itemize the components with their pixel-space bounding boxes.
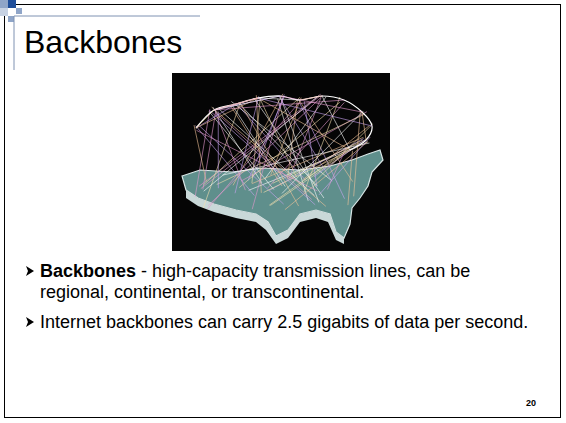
page-number-block: 20: [526, 398, 536, 408]
backbone-line: [300, 103, 345, 199]
backbone-line: [282, 111, 363, 193]
backbone-line: [240, 105, 317, 186]
corner-square: [0, 8, 8, 16]
backbone-line: [327, 148, 345, 189]
backbone-line: [235, 96, 259, 193]
backbone-line: [278, 96, 332, 182]
backbone-line: [214, 96, 280, 110]
backbone-line: [214, 96, 280, 110]
backbone-line: [258, 98, 372, 126]
backbone-lines: [194, 94, 373, 210]
slide-border: [5, 5, 561, 418]
picture-ground: [172, 73, 390, 251]
backbone-line: [194, 125, 206, 181]
backbone-line: [213, 107, 262, 183]
bullet-text-block: Internet backbones can carry 2.5 gigabit…: [40, 312, 532, 333]
backbone-line: [304, 97, 340, 192]
backbone-line: [362, 112, 366, 140]
corner-square: [8, 16, 14, 22]
backbone-line: [209, 110, 315, 205]
backbone-line: [204, 96, 319, 191]
rule-line: [14, 16, 15, 70]
rule-line: [14, 16, 200, 17]
term: Backbones: [40, 261, 136, 281]
corner-square: [8, 0, 16, 8]
backbone-picture: [172, 73, 390, 251]
backbone-line: [214, 98, 258, 110]
backbone-line: [322, 96, 350, 150]
backbone-line: [214, 98, 258, 110]
backbone-line: [348, 151, 353, 205]
backbone-line: [252, 98, 260, 183]
backbone-ring: [196, 96, 372, 150]
backbone-line: [303, 126, 370, 180]
backbone-line: [300, 96, 322, 100]
bullet-text-block: Backbones- high-capacity transmission li…: [40, 261, 532, 303]
corner-square: [0, 0, 8, 8]
backbone-line: [280, 96, 362, 112]
backbone-line: [289, 98, 321, 179]
backbone-line: [196, 104, 236, 128]
backbone-line: [223, 143, 370, 175]
backbone-line: [354, 111, 361, 196]
backbone-line: [214, 100, 344, 110]
backbone-line: [252, 97, 283, 210]
map-edge: [186, 190, 344, 244]
bullet-text: Internet backbones can carry 2.5 gigabit…: [40, 312, 528, 332]
corner-squares: [0, 0, 22, 22]
bullet-arrow: [26, 317, 34, 327]
bullet-arrow: [26, 266, 34, 276]
backbone-line: [319, 137, 370, 195]
backbone-line: [258, 98, 300, 100]
backbone-line: [214, 98, 258, 110]
backbone-line: [300, 96, 322, 100]
bullet-marks: [26, 266, 34, 327]
backbone-line: [196, 110, 214, 128]
backbone-line: [289, 140, 363, 178]
us-map: [182, 150, 383, 238]
backbone-line: [218, 112, 219, 189]
bullet-text: 20: [526, 398, 536, 408]
corner-square: [16, 8, 22, 14]
slide-title: Backbones: [24, 24, 182, 60]
backbone-line: [216, 113, 246, 190]
